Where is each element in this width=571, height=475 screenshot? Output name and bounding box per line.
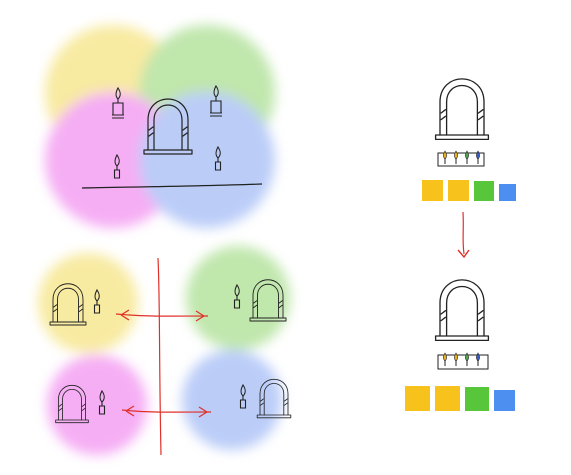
stone-archway-icon [143,98,193,155]
red-double-arrow-icon [121,409,212,413]
candle-icon [98,389,106,415]
color-swatch-blue [494,390,515,411]
color-swatch-yellow [422,180,443,201]
yellow-zone [38,253,138,353]
vertical-divider [157,257,162,456]
green-zone [186,246,290,350]
stone-archway-icon [49,283,87,326]
stone-archway-icon [249,279,287,322]
blue-zone [182,350,282,450]
separated-color-zones [38,246,290,455]
candle-strip [437,352,489,370]
stone-archway-icon [55,385,89,424]
color-swatch-green [474,181,494,201]
red-double-arrow-icon [115,313,209,317]
stone-archway-icon [256,379,292,419]
candle-icon [210,84,222,117]
magenta-zone [45,92,181,228]
candle-strip [437,150,485,167]
top-left-scene [45,25,275,228]
right-scene [405,78,516,411]
stone-archway-icon [434,78,490,141]
color-swatch-yellow [435,386,460,411]
candle-icon [233,283,241,309]
arrow-head [457,249,470,259]
bottom-left-scene [38,246,292,456]
candle-icon [93,288,101,314]
candle-icon [214,145,222,171]
magenta-zone [47,355,147,455]
color-swatch-blue [499,184,516,201]
arrow-heads [125,405,208,418]
blue-zone [139,92,275,228]
ground-line [81,183,263,189]
stone-archway-icon [434,279,490,342]
overlapping-color-zones [45,25,275,228]
color-swatches [422,180,516,201]
color-swatches [405,386,515,411]
color-swatch-green [465,387,489,411]
color-swatch-yellow [405,386,430,411]
arrow-heads [120,309,205,322]
candle-icon [113,153,121,179]
color-swatch-yellow [448,180,469,201]
candle-icon [112,86,124,119]
candle-icon [239,383,247,409]
transition-arrow [462,211,465,255]
